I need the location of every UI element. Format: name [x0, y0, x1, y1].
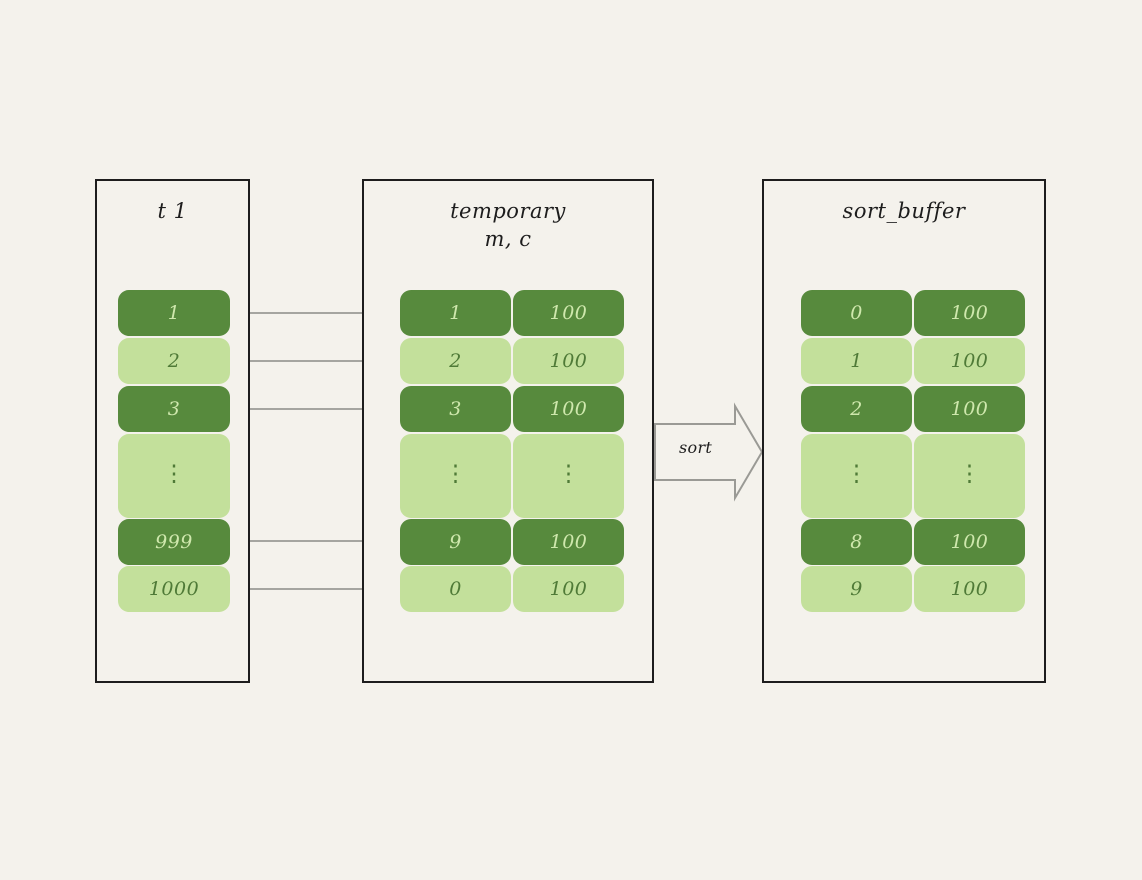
table-row[interactable]: 9 100 [400, 519, 624, 565]
panel-title-temporary: temporary m, c [450, 199, 566, 251]
cell-value: 1000 [118, 566, 230, 612]
table-row[interactable]: 1000 [118, 566, 230, 612]
panel-title-sort-buffer: sort_buffer [842, 199, 966, 223]
cell-value-m: 0 [801, 290, 912, 336]
table-row[interactable]: 999 [118, 519, 230, 565]
table-row[interactable]: 1 100 [400, 290, 624, 336]
table-row[interactable]: 9 100 [801, 566, 1025, 612]
cell-value: 1 [118, 290, 230, 336]
cell-value-m: 1 [801, 338, 912, 384]
cell-value-c: 100 [914, 519, 1025, 565]
table-row-ellipsis: ⋮ ⋮ [400, 434, 624, 518]
cell-ellipsis-c: ⋮ [513, 434, 624, 518]
cell-value-c: 100 [513, 519, 624, 565]
table-row[interactable]: 2 [118, 338, 230, 384]
cell-ellipsis-c: ⋮ [914, 434, 1025, 518]
table-row[interactable]: 3 [118, 386, 230, 432]
table-row[interactable]: 1 100 [801, 338, 1025, 384]
cell-ellipsis-m: ⋮ [400, 434, 511, 518]
cell-ellipsis-m: ⋮ [801, 434, 912, 518]
cell-value: 2 [118, 338, 230, 384]
cell-value-m: 2 [801, 386, 912, 432]
cell-value-m: 8 [801, 519, 912, 565]
table-row[interactable]: 0 100 [801, 290, 1025, 336]
table-row[interactable]: 0 100 [400, 566, 624, 612]
table-row[interactable]: 2 100 [400, 338, 624, 384]
table-row-ellipsis: ⋮ ⋮ [801, 434, 1025, 518]
cell-value-c: 100 [914, 566, 1025, 612]
cell-value-c: 100 [914, 386, 1025, 432]
table-row-ellipsis: ⋮ [118, 434, 230, 518]
cell-value-c: 100 [513, 386, 624, 432]
cell-value-m: 0 [400, 566, 511, 612]
cell-value-m: 9 [801, 566, 912, 612]
cell-value-c: 100 [513, 338, 624, 384]
cell-value-c: 100 [914, 338, 1025, 384]
table-row[interactable]: 2 100 [801, 386, 1025, 432]
cell-value-m: 1 [400, 290, 511, 336]
cell-value-c: 100 [513, 566, 624, 612]
cell-ellipsis: ⋮ [118, 434, 230, 518]
sort-arrow-label: sort [679, 438, 713, 457]
cell-value-m: 3 [400, 386, 511, 432]
cell-value-m: 2 [400, 338, 511, 384]
panel-title-source: t 1 [157, 199, 188, 223]
cell-value: 3 [118, 386, 230, 432]
cell-value-c: 100 [914, 290, 1025, 336]
table-row[interactable]: 1 [118, 290, 230, 336]
table-row[interactable]: 8 100 [801, 519, 1025, 565]
cell-value-c: 100 [513, 290, 624, 336]
table-row[interactable]: 3 100 [400, 386, 624, 432]
cell-value-m: 9 [400, 519, 511, 565]
cell-value: 999 [118, 519, 230, 565]
